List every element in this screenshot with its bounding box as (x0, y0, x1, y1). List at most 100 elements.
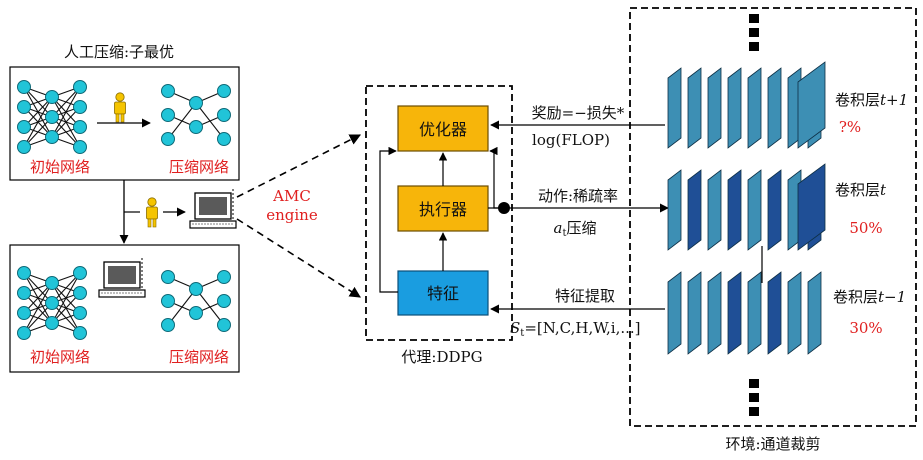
channel-slice (727, 169, 742, 251)
network-node (17, 80, 31, 94)
channel-slice (767, 271, 782, 355)
state-subscript: t (520, 328, 524, 339)
layer-top-name-text: 卷积层 (835, 91, 880, 109)
optimizer-box (397, 105, 489, 152)
network-node (189, 282, 203, 296)
network-node (17, 306, 31, 320)
network-node (17, 140, 31, 154)
network-node (73, 80, 87, 94)
network-node (161, 318, 175, 332)
state-body: =[N,C,H,W,i,...] (524, 319, 640, 337)
network-node (217, 84, 231, 98)
environment-boundary (629, 7, 917, 427)
environment-caption: 环境:通道裁剪 (725, 435, 820, 453)
network-node (45, 296, 59, 310)
layer-mid-ratio: 50% (849, 219, 882, 237)
channel-slice (747, 271, 762, 355)
network-node (73, 306, 87, 320)
amc-engine-computer-icon (189, 188, 237, 229)
feature-label: 特征 (427, 284, 459, 303)
layer-bottom-name-text: 卷积层 (833, 288, 878, 306)
amc-bottom-panel (9, 244, 240, 373)
network-node (217, 294, 231, 308)
original-network-top (17, 80, 87, 154)
action-label-line2: at压缩 (554, 219, 597, 239)
ellipsis-bottom (749, 379, 759, 416)
network-node (73, 140, 87, 154)
network-node (217, 270, 231, 284)
state-label: St=[N,C,H,W,i,...] (510, 319, 641, 339)
compressed-network-label-top: 压缩网络 (169, 158, 229, 176)
channel-slab (797, 61, 826, 149)
network-node (217, 108, 231, 122)
compressed-network-bottom (161, 270, 231, 332)
network-node (189, 120, 203, 134)
layer-bottom-suffix: t−1 (878, 288, 906, 306)
channel-slice (727, 271, 742, 355)
network-node (161, 294, 175, 308)
network-node (161, 84, 175, 98)
channel-slice (727, 67, 742, 149)
optimizer-label: 优化器 (419, 120, 467, 139)
agent-boundary (365, 85, 513, 341)
channel-slice (767, 169, 782, 251)
action-feedback-arrow (489, 146, 498, 209)
action-symbol: a (554, 219, 563, 237)
network-node (17, 326, 31, 340)
human-expert-icon (114, 92, 126, 123)
action-junction-dot (498, 202, 510, 214)
original-network-label-top: 初始网络 (30, 158, 90, 176)
network-node (217, 132, 231, 146)
layer-top-name: 卷积层t+1 (835, 91, 908, 109)
layer-mid-name: 卷积层t (835, 181, 887, 199)
network-node (73, 326, 87, 340)
network-node (217, 318, 231, 332)
channel-slice (667, 169, 682, 251)
reward-label-line1: 奖励=−损失* (532, 104, 625, 122)
ellipsis-top (749, 14, 759, 51)
network-node (45, 90, 59, 104)
channel-slab (797, 163, 826, 251)
action-label-line1: 动作:稀疏率 (538, 187, 618, 205)
network-node (73, 286, 87, 300)
amc-label-line2: engine (266, 206, 318, 224)
engine-to-agent-dashed-bottom (236, 218, 361, 298)
channel-slice (667, 67, 682, 149)
conv-layers (667, 61, 826, 355)
channel-slice (707, 271, 722, 355)
action-subscript: t (562, 228, 566, 239)
channel-slice (787, 271, 802, 355)
network-node (17, 120, 31, 134)
network-node (189, 306, 203, 320)
layer-mid-name-text: 卷积层 (835, 181, 880, 199)
feature-box (397, 270, 489, 316)
network-node (17, 100, 31, 114)
compressed-network-top (161, 84, 231, 146)
layer-top-suffix: t+1 (880, 91, 908, 109)
reward-label-line2: log(FLOP) (532, 131, 610, 149)
conv-layer-t-minus-1 (667, 271, 822, 355)
layer-bottom-ratio: 30% (849, 319, 882, 337)
network-node (45, 276, 59, 290)
feature-extract-label: 特征提取 (555, 287, 615, 305)
feature-to-optimizer-arrow (379, 146, 398, 293)
layer-bottom-name: 卷积层t−1 (833, 288, 906, 306)
manual-title: 人工压缩:子最优 (64, 43, 174, 61)
amc-label-line1: AMC (272, 187, 311, 205)
channel-slice (767, 67, 782, 149)
network-node (161, 132, 175, 146)
channel-slice (687, 271, 702, 355)
network-node (73, 100, 87, 114)
network-node (189, 96, 203, 110)
person-icon (146, 197, 158, 228)
channel-slice (747, 169, 762, 251)
network-node (17, 266, 31, 280)
network-node (161, 108, 175, 122)
layer-mid-suffix: t (880, 181, 887, 199)
network-node (17, 286, 31, 300)
network-node (45, 316, 59, 330)
network-graphs (17, 80, 231, 340)
compressed-network-label-bottom: 压缩网络 (169, 348, 229, 366)
channel-slice (687, 169, 702, 251)
